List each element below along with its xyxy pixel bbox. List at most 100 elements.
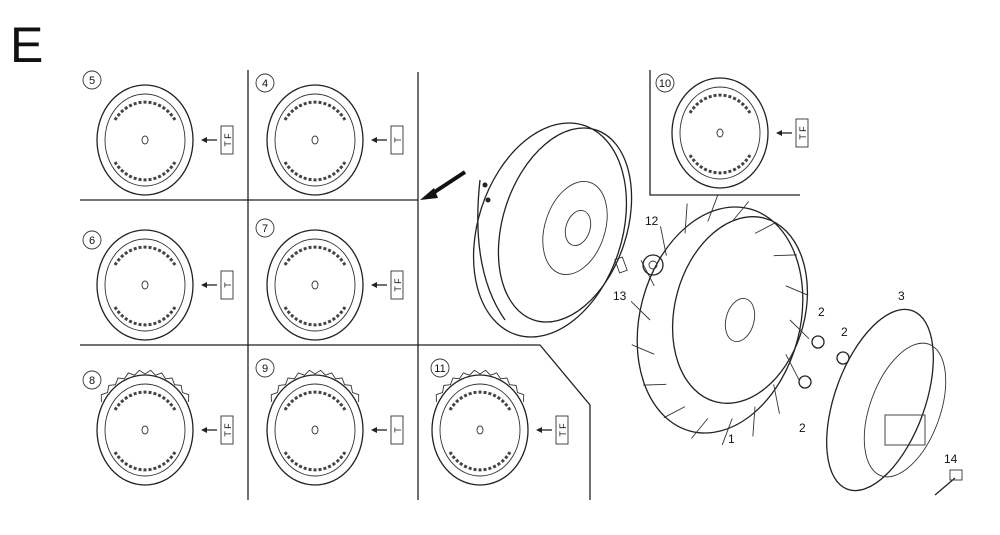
- variant-panel-5: 5T F: [82, 70, 234, 196]
- variant-panel-10: 10T F: [655, 73, 809, 189]
- fan-blade: [773, 384, 780, 414]
- marking-tag-box: [220, 125, 234, 155]
- hub-hole: [141, 425, 149, 435]
- hub-hole: [141, 135, 149, 145]
- arrow-head-icon: [201, 427, 207, 433]
- variant-number: 11: [434, 363, 445, 375]
- marking-tag-box: [390, 415, 404, 445]
- fan-blade: [630, 300, 651, 321]
- callout-1: 1: [728, 432, 735, 446]
- fan-blade: [663, 406, 686, 419]
- section-letter: E: [10, 17, 43, 73]
- variant-panel-4: 4T: [255, 73, 404, 196]
- hub-hole: [311, 135, 319, 145]
- fan-blade: [631, 344, 655, 355]
- callout-3: 3: [898, 289, 905, 303]
- variant-number-circle: [255, 358, 275, 378]
- flywheel-inner-ring: [439, 383, 521, 477]
- flywheel-outer-ring: [671, 77, 769, 189]
- variant-number: 9: [262, 363, 268, 375]
- fan-blade: [785, 285, 809, 296]
- marking-tag-box: [220, 270, 234, 300]
- flywheel-outer-ring: [266, 229, 364, 341]
- arrow-head-icon: [371, 137, 377, 143]
- fan-blade: [707, 194, 719, 222]
- ring-gear-teeth: [100, 369, 190, 403]
- small-parts: [614, 254, 963, 496]
- hub-hole: [311, 425, 319, 435]
- fan-blade: [773, 254, 797, 257]
- hub-hole: [476, 425, 484, 435]
- magnet-segment: [688, 93, 752, 114]
- variant-number: 7: [262, 223, 268, 235]
- fan-blade: [643, 383, 667, 386]
- callout-12: 12: [645, 214, 659, 228]
- marking-tag-box: [795, 118, 809, 148]
- magnet-segment: [113, 100, 177, 121]
- hub-hole: [716, 128, 724, 138]
- flywheel-inner-ring: [104, 93, 186, 187]
- hub-hole: [141, 280, 149, 290]
- magnet-segment: [283, 451, 347, 472]
- flywheel-outer-ring: [96, 229, 194, 341]
- flywheel-outer-ring: [96, 84, 194, 196]
- variant-number-circle: [82, 70, 102, 90]
- fan-blade: [752, 406, 756, 437]
- marking-tag-box: [390, 125, 404, 155]
- fan-blade: [754, 221, 777, 234]
- magnet-segment: [283, 161, 347, 182]
- cooling-fan: [630, 194, 810, 446]
- variant-number-circle: [255, 73, 275, 93]
- marking-tag: T F: [798, 126, 808, 140]
- variant-panel-7: 7 T F: [255, 218, 404, 341]
- magnet-segment: [283, 100, 347, 121]
- hub-hole: [311, 280, 319, 290]
- marking-tag: T F: [223, 423, 233, 437]
- variant-panel-11: 11T F: [430, 358, 569, 486]
- fan-blade: [731, 201, 750, 222]
- ring-gear-teeth: [435, 369, 525, 403]
- variant-number-circle: [82, 370, 102, 390]
- fan-blade: [785, 353, 800, 381]
- flywheel-outer-ring: [266, 374, 364, 486]
- flywheel-inner-ring: [274, 238, 356, 332]
- flywheel-inner-ring: [104, 383, 186, 477]
- starter-pulley: [826, 308, 947, 492]
- arrow-head-icon: [371, 282, 377, 288]
- magnet-segment: [283, 390, 347, 411]
- marking-tag: T: [223, 282, 233, 288]
- variant-number: 8: [89, 375, 95, 387]
- marking-tag: T: [393, 427, 403, 433]
- marking-tag: T F: [393, 278, 403, 292]
- magnet-segment: [113, 306, 177, 327]
- variant-number: 4: [262, 78, 268, 90]
- fan-blade: [721, 418, 733, 446]
- callout-14: 14: [944, 452, 958, 466]
- flywheel-outer-ring: [431, 374, 529, 486]
- flywheel-outer-ring: [266, 84, 364, 196]
- fan-blade: [690, 418, 709, 439]
- fan-blade: [660, 226, 667, 256]
- marking-tag: T F: [223, 133, 233, 147]
- variant-number: 6: [89, 235, 95, 247]
- flywheel-outer-ring: [96, 374, 194, 486]
- arrow-head-icon: [776, 130, 782, 136]
- magnet-segment: [113, 451, 177, 472]
- arrow-head-icon: [201, 137, 207, 143]
- callout-13: 13: [613, 289, 627, 303]
- fan-blade: [684, 203, 688, 234]
- callout-2b: 2: [841, 325, 848, 339]
- flywheel-inner-ring: [679, 86, 761, 180]
- magnet-segment: [283, 306, 347, 327]
- magnet-segment: [113, 161, 177, 182]
- marking-tag-box: [555, 415, 569, 445]
- panel-grid: [80, 70, 800, 500]
- flywheel-inner-ring: [274, 383, 356, 477]
- variant-number-circle: [82, 230, 102, 250]
- magnet-segment: [448, 390, 512, 411]
- magnet-segment: [688, 154, 752, 175]
- marking-tag-box: [390, 270, 404, 300]
- variant-number-circle: [655, 73, 675, 93]
